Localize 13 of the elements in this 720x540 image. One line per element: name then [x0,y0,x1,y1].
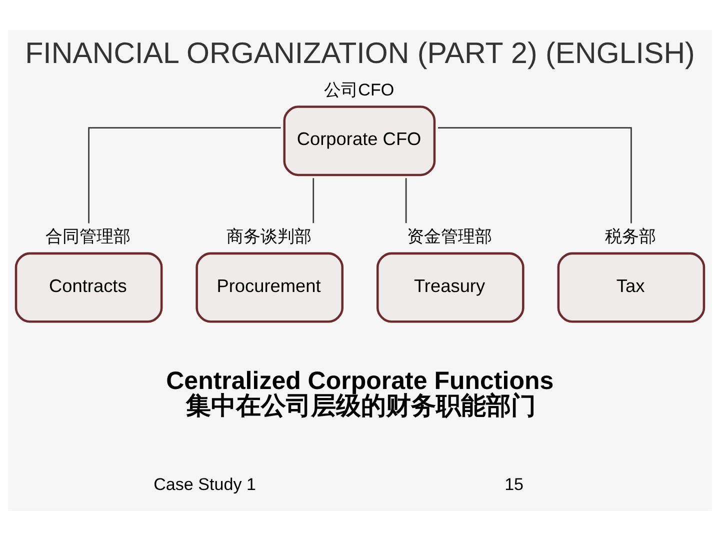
node-label: 商务谈判部 [226,226,312,246]
connector [405,178,407,223]
connector [438,126,632,223]
label: 15 [504,474,524,494]
caption: Centralized Corporate Functions 集中在公司层级的财务职能部门 [166,366,554,420]
connector [312,178,314,223]
connector [88,126,281,223]
label: Case Study 1 [154,474,256,494]
node-label: 公司CFO [324,80,394,99]
diagram-title: FINANCIAL ORGANIZATION (PART 2) (ENGLISH) [25,36,695,70]
node-label: 资金管理部 [407,226,492,246]
node-label: 合同管理部 [46,226,131,246]
node-label: 税务部 [605,226,656,246]
